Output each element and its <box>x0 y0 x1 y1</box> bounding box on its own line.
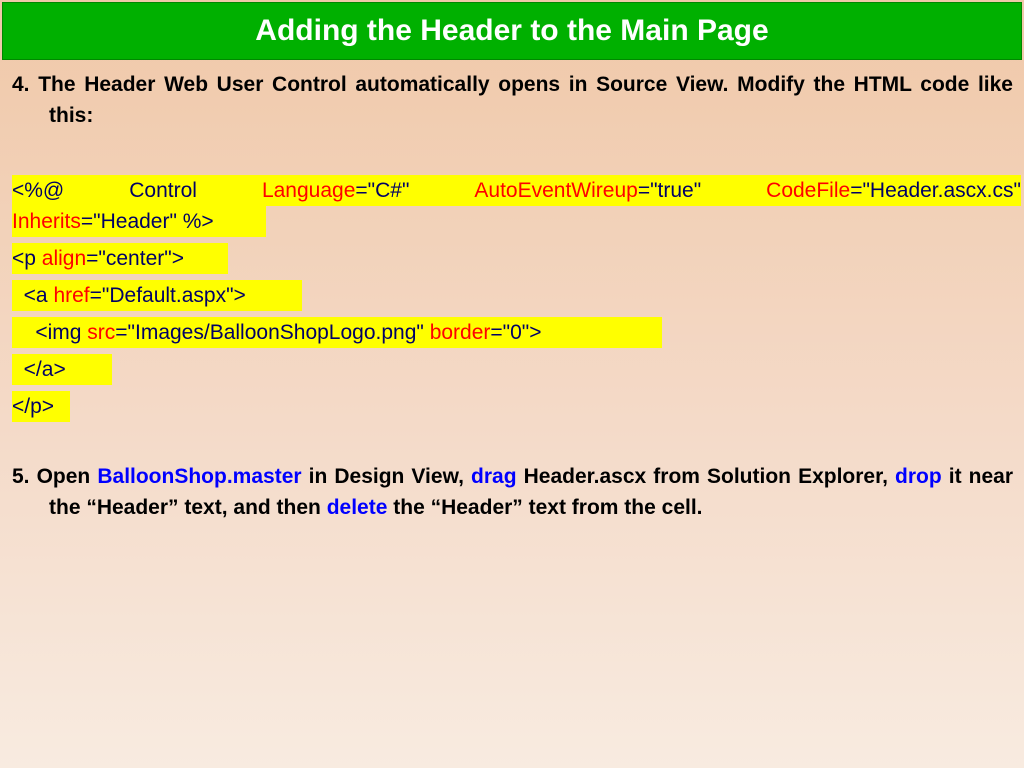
code-attr-language: Language="C#" <box>262 175 409 206</box>
code-attr-value: ="true" <box>637 179 702 202</box>
step-4-number: 4. <box>12 73 30 96</box>
code-attr-value: ="C#" <box>355 179 410 202</box>
code-line-4: <a href="Default.aspx"> <box>12 280 302 311</box>
code-line-2: Inherits="Header" %> <box>12 206 266 237</box>
step-5-text-4: it near the “Header” text, and then <box>49 465 1013 519</box>
step-5-text-2: in Design View, <box>301 465 472 488</box>
code-line-3: <p align="center"> <box>12 243 228 274</box>
code-tag-open: <p <box>12 247 42 270</box>
code-attr-name: href <box>53 284 90 307</box>
code-attr-value: ="0"> <box>490 321 542 344</box>
step-5-text-1: Open <box>36 465 98 488</box>
code-attr-codefile: CodeFile="Header.ascx.cs" <box>766 175 1021 206</box>
code-line-6: </a> <box>12 354 112 385</box>
code-attr-value: ="Header.ascx.cs" <box>850 179 1021 202</box>
step-4-instruction: 4. The Header Web User Control automatic… <box>12 69 1013 131</box>
title-bar: Adding the Header to the Main Page <box>2 2 1022 60</box>
code-attr-name: CodeFile <box>766 179 851 202</box>
code-directive-open: <%@ <box>12 179 65 202</box>
code-attr-value: ="Default.aspx"> <box>89 284 246 307</box>
step-5-number: 5. <box>12 465 30 488</box>
keyword-drop: drop <box>895 465 942 488</box>
code-tag-open: <img <box>12 321 88 344</box>
page-title: Adding the Header to the Main Page <box>255 14 769 47</box>
code-attr-name: Inherits <box>12 210 81 233</box>
code-attr-name: AutoEventWireup <box>474 179 638 202</box>
code-attr-name: Language <box>261 179 356 202</box>
code-tag-close: </p> <box>12 395 55 418</box>
code-line-1: <%@ Control Language="C#" AutoEventWireu… <box>12 175 1021 206</box>
keyword-delete: delete <box>326 496 388 519</box>
code-attr-value: ="Images/BalloonShopLogo.png" <box>115 321 430 344</box>
step-5-text-3: Header.ascx from Solution Explorer, <box>516 465 896 488</box>
step-5-instruction: 5. Open BalloonShop.master in Design Vie… <box>12 461 1013 523</box>
code-attr-name: border <box>429 321 491 344</box>
code-line-5: <img src="Images/BalloonShopLogo.png" bo… <box>12 317 662 348</box>
code-directive-name: Control <box>129 179 197 202</box>
code-attr-value: ="Header" %> <box>80 210 214 233</box>
code-tag-open: <a <box>12 284 54 307</box>
keyword-balloonshop-master: BalloonShop.master <box>97 465 302 488</box>
step-5-text-5: the “Header” text from the cell. <box>387 496 703 519</box>
code-attr-autoeventwireup: AutoEventWireup="true" <box>474 175 701 206</box>
code-attr-value: ="center"> <box>86 247 184 270</box>
step-4-text: The Header Web User Control automaticall… <box>38 73 1013 127</box>
code-tag-close: </a> <box>12 358 66 381</box>
code-line-7: </p> <box>12 391 70 422</box>
code-attr-name: align <box>41 247 87 270</box>
keyword-drag: drag <box>471 465 517 488</box>
code-attr-name: src <box>87 321 116 344</box>
